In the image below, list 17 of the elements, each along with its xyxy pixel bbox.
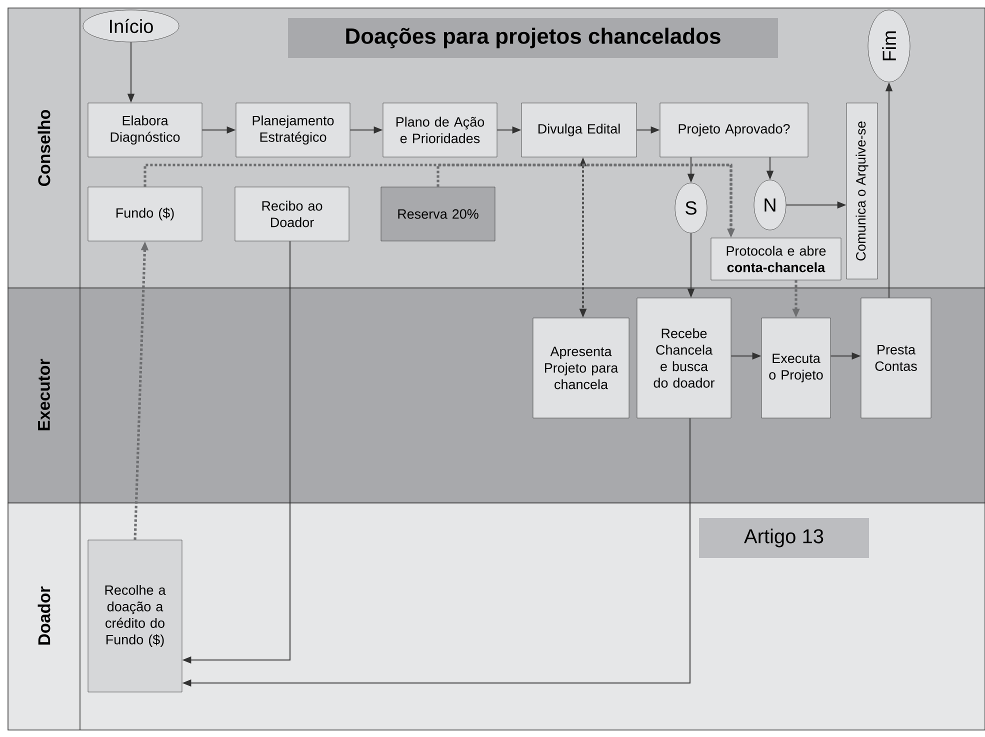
process-box: Apresenta Projeto para chancela (532, 318, 630, 418)
process-box: Divulga Edital (521, 102, 637, 158)
process-box: Reserva 20% (380, 186, 496, 242)
process-box: Executa o Projeto (761, 318, 831, 418)
title-box: Doações para projetos chancelados (288, 18, 778, 58)
label-box: Artigo 13 (699, 518, 869, 558)
process-box: Presta Contas (860, 298, 932, 418)
process-box: Recibo ao Doador (234, 186, 350, 242)
process-box: Planejamento Estratégico (236, 102, 350, 158)
process-box: Elabora Diagnóstico (88, 102, 202, 158)
process-box: Protocola e abre conta-chancela (710, 238, 842, 280)
process-box: Projeto Aprovado? (660, 102, 808, 158)
process-box: Recebe Chancela e busca do doador (636, 298, 732, 418)
process-box: Fundo ($) (88, 186, 202, 242)
process-box: Recolhe a doação a crédito do Fundo ($) (88, 540, 182, 692)
process-box: Plano de Ação e Prioridades (382, 102, 498, 158)
process-box: Comunica o Arquive-se (846, 102, 878, 280)
